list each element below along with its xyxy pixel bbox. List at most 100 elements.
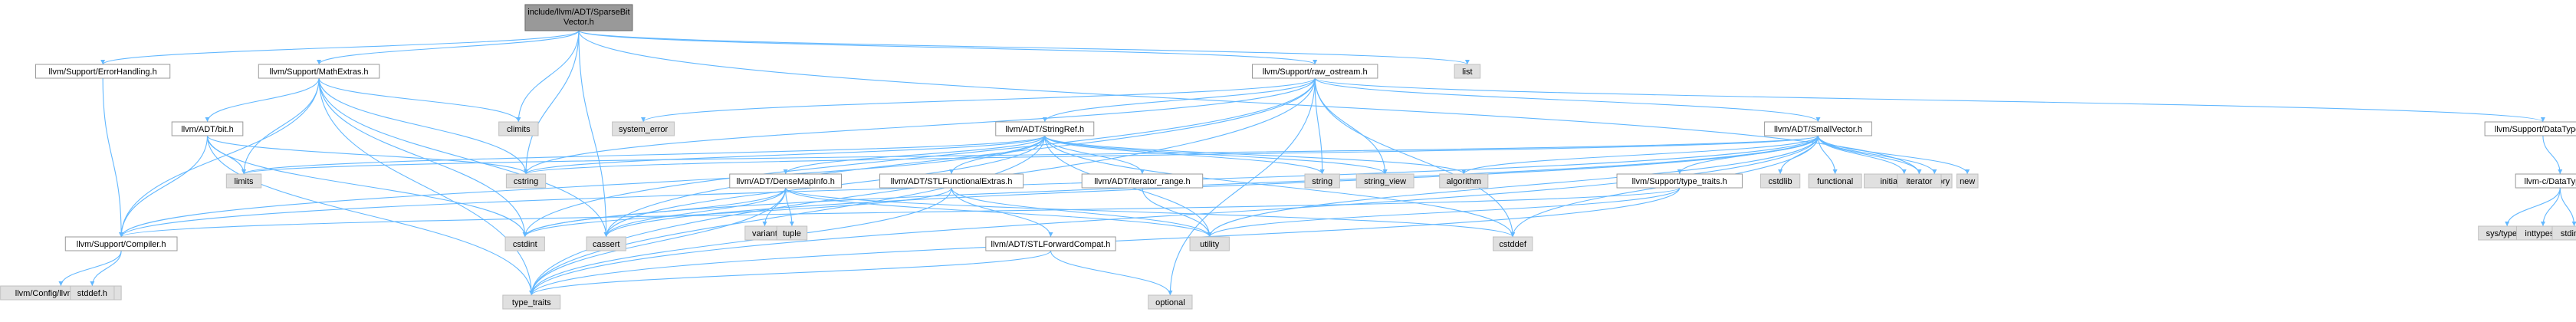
edge-arrowhead <box>317 60 322 64</box>
node-typetraits_h-box <box>1616 173 1743 189</box>
node-rawos-box <box>1251 64 1378 79</box>
node-cstdint[interactable]: cstdint <box>504 236 545 251</box>
edge-arrowhead <box>1510 232 1516 237</box>
node-cdatatypes-box <box>2515 173 2576 189</box>
edge-cdatatypes-to-inttypes <box>2542 187 2561 227</box>
edge-root-to-list <box>578 30 1468 65</box>
node-utility-box <box>1189 236 1230 251</box>
node-mathx[interactable]: llvm/Support/MathExtras.h <box>258 64 380 79</box>
node-new-box <box>1956 173 1979 189</box>
node-cdatatypes[interactable]: llvm-c/DataTypes.h <box>2515 173 2576 189</box>
node-string[interactable]: string <box>1304 173 1340 189</box>
graph-nodes: include/llvm/ADT/SparseBit Vector.h llvm… <box>0 4 2576 310</box>
edge-stringref-to-stringview <box>1044 135 1386 175</box>
node-cassert[interactable]: cassert <box>586 236 626 251</box>
edge-mathx-to-typetraits <box>318 77 532 296</box>
node-string-box <box>1304 173 1340 189</box>
node-typetraits[interactable]: type_traits <box>502 294 561 310</box>
node-stdint[interactable]: stdint.h <box>2551 225 2576 241</box>
node-stddef-label: stddef.h <box>77 289 107 298</box>
node-stringview[interactable]: string_view <box>1355 173 1414 189</box>
node-algorithm-label: algorithm <box>1447 177 1481 186</box>
edge-arrowhead <box>603 232 609 237</box>
edge-arrowhead <box>1207 232 1212 237</box>
edge-arrowhead <box>762 222 767 226</box>
node-itrange-box <box>1081 173 1204 189</box>
node-smallvec-label: llvm/ADT/SmallVector.h <box>1774 125 1862 134</box>
node-smallvec-box <box>1764 121 1872 136</box>
node-algorithm[interactable]: algorithm <box>1439 173 1489 189</box>
node-stddef[interactable]: stddef.h <box>70 285 115 301</box>
node-cstddef[interactable]: cstddef <box>1493 236 1533 251</box>
node-list-label: list <box>1462 67 1472 77</box>
edge-arrowhead <box>100 60 106 64</box>
edge-typetraits_h-to-utility <box>1209 187 1681 238</box>
node-list[interactable]: list <box>1454 64 1481 79</box>
node-itrange-label: llvm/ADT/iterator_range.h <box>1094 177 1190 186</box>
edge-arrowhead <box>2540 222 2545 226</box>
edge-stlfwd-to-typetraits <box>531 250 1052 296</box>
edge-mathx-to-bit <box>206 77 320 123</box>
node-rawos[interactable]: llvm/Support/raw_ostream.h <box>1251 64 1378 79</box>
edge-rawos-to-cstddef <box>1314 77 1513 238</box>
node-cassert-label: cassert <box>593 240 619 249</box>
edge-stlfunc-to-stlfwd <box>951 187 1052 238</box>
node-climits-label: climits <box>507 125 531 134</box>
edge-cdatatypes-to-systypes <box>2506 187 2561 227</box>
node-errh[interactable]: llvm/Support/ErrorHandling.h <box>35 64 171 79</box>
edge-densemap-to-cassert <box>606 187 787 238</box>
node-limits[interactable]: limits <box>225 173 262 189</box>
edge-root-to-cassert <box>578 30 607 238</box>
edge-bit-to-typetraits <box>206 135 532 296</box>
node-typetraits_h[interactable]: llvm/Support/type_traits.h <box>1616 173 1743 189</box>
edge-densemap-to-variant <box>764 187 787 227</box>
node-iterator[interactable]: iterator <box>1897 173 1942 189</box>
node-new-label: new <box>1960 177 1975 186</box>
edge-arrowhead <box>241 169 246 174</box>
node-stringref-label: llvm/ADT/StringRef.h <box>1005 125 1084 134</box>
node-stlfunc-box <box>879 173 1024 189</box>
node-datatypes[interactable]: llvm/Support/DataTypes.h <box>2484 121 2576 136</box>
edge-mathx-to-cassert <box>318 77 607 238</box>
edge-smallvec-to-functional <box>1817 135 1836 175</box>
node-string-label: string <box>1312 177 1332 186</box>
node-stlfunc[interactable]: llvm/ADT/STLFunctionalExtras.h <box>879 173 1024 189</box>
node-itrange[interactable]: llvm/ADT/iterator_range.h <box>1081 173 1204 189</box>
node-cstdlib[interactable]: cstdlib <box>1760 173 1801 189</box>
edge-cdatatypes-to-stdint <box>2559 187 2575 227</box>
edge-smallvec-to-cassert <box>606 135 1819 238</box>
edge-arrowhead <box>1382 169 1388 174</box>
node-root[interactable]: include/llvm/ADT/SparseBit Vector.h <box>524 4 633 31</box>
node-variant[interactable]: variant <box>744 225 785 241</box>
node-densemap[interactable]: llvm/ADT/DenseMapInfo.h <box>729 173 842 189</box>
node-syserr[interactable]: system_error <box>612 121 675 136</box>
node-stlfwd[interactable]: llvm/ADT/STLForwardCompat.h <box>985 236 1116 251</box>
node-stringref[interactable]: llvm/ADT/StringRef.h <box>995 121 1095 136</box>
edge-rawos-to-datatypes <box>1314 77 2544 123</box>
edge-smallvec-to-limits <box>243 135 1819 175</box>
node-optional[interactable]: optional <box>1148 294 1193 310</box>
node-smallvec[interactable]: llvm/ADT/SmallVector.h <box>1764 121 1872 136</box>
node-new[interactable]: new <box>1956 173 1979 189</box>
node-compiler-label: llvm/Support/Compiler.h <box>77 240 166 249</box>
node-densemap-box <box>729 173 842 189</box>
node-tuple[interactable]: tuple <box>776 225 808 241</box>
node-compiler[interactable]: llvm/Support/Compiler.h <box>64 236 178 251</box>
node-optional-box <box>1148 294 1193 310</box>
node-stlfwd-label: llvm/ADT/STLForwardCompat.h <box>991 240 1111 249</box>
node-functional[interactable]: functional <box>1808 173 1862 189</box>
edge-arrowhead <box>1464 60 1470 64</box>
edge-arrowhead <box>1815 117 1821 122</box>
node-bit[interactable]: llvm/ADT/bit.h <box>171 121 244 136</box>
edge-mathx-to-climits <box>318 77 519 123</box>
edge-rawos-to-cassert <box>606 77 1316 238</box>
edge-root-to-climits <box>518 30 580 123</box>
node-climits[interactable]: climits <box>498 121 539 136</box>
edge-densemap-to-cstddef <box>785 187 1513 238</box>
node-mathx-label: llvm/Support/MathExtras.h <box>270 67 369 77</box>
edge-root-to-errh <box>102 30 580 65</box>
node-cstring[interactable]: cstring <box>505 173 547 189</box>
edge-arrowhead <box>1901 169 1907 174</box>
node-utility[interactable]: utility <box>1189 236 1230 251</box>
node-cstdint-label: cstdint <box>513 240 537 249</box>
